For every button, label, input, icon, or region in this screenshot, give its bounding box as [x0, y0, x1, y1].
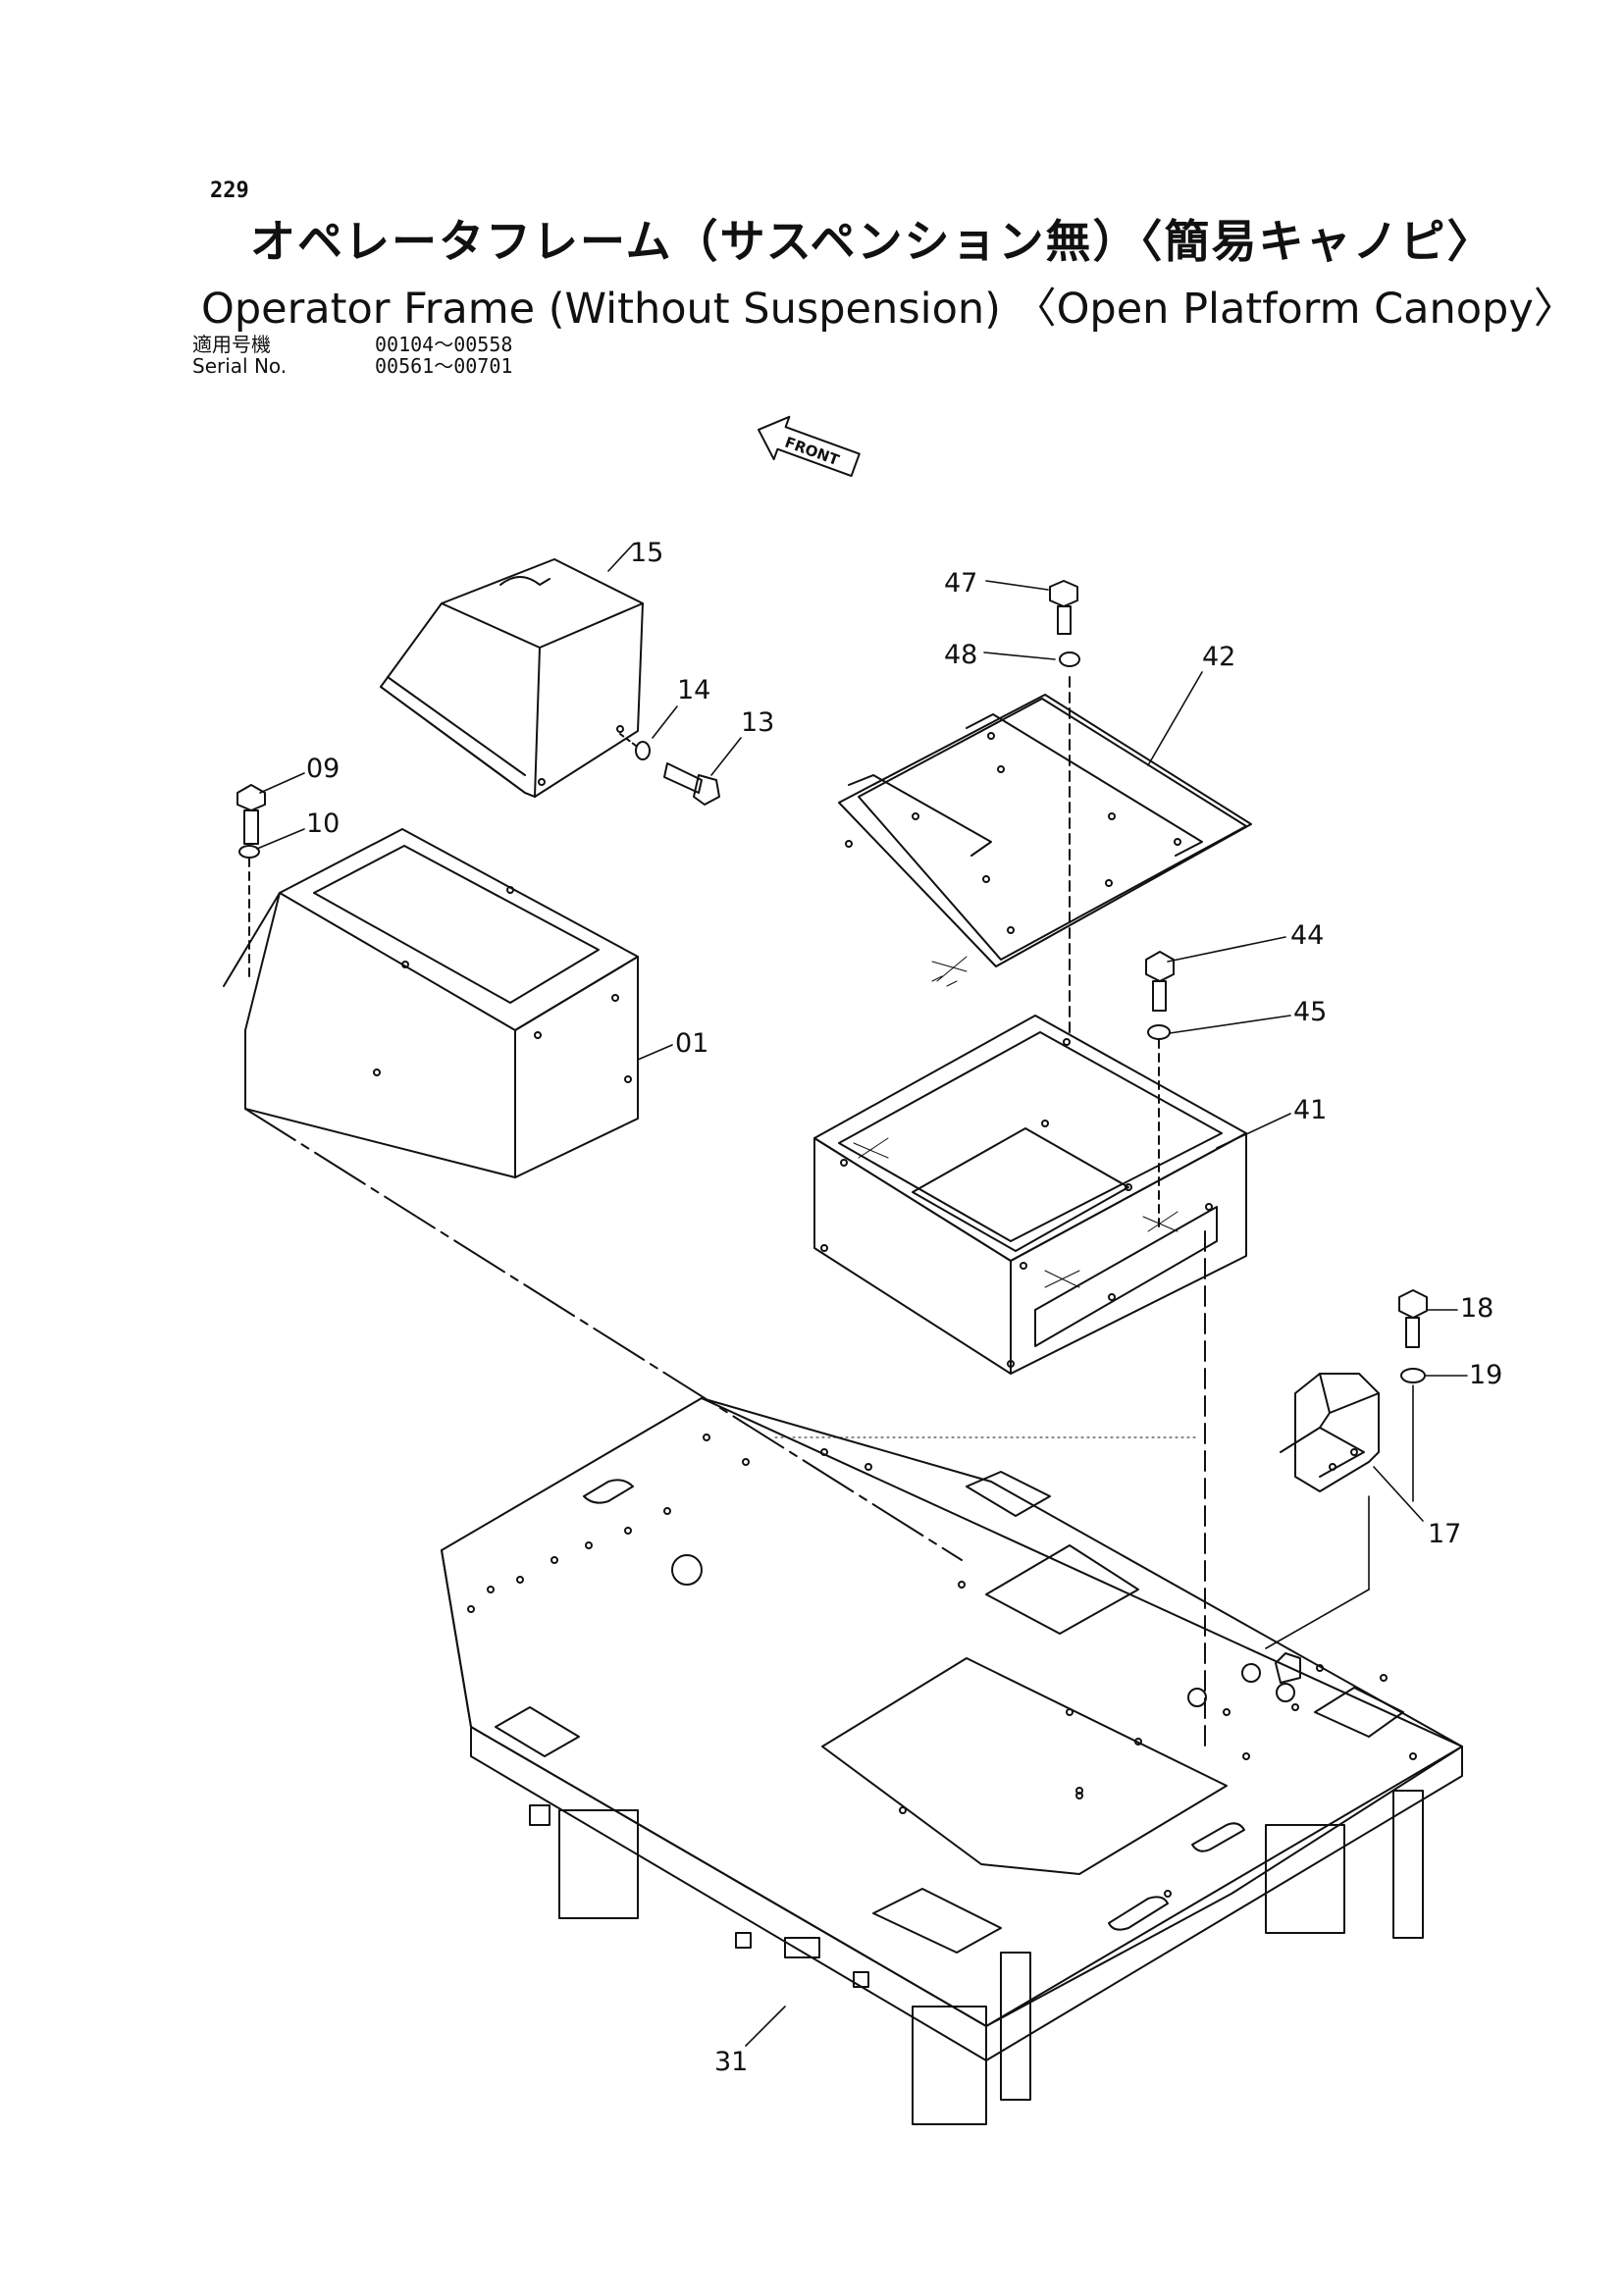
part-10-washer [238, 845, 260, 859]
alignment-line [244, 1108, 963, 1561]
callout-47: 47 [944, 568, 977, 599]
part-01-seat-cover [223, 828, 639, 1178]
page-number: 229 [210, 179, 249, 203]
serial-row-applicable: 適用号機 00104～00558 [192, 334, 512, 355]
callout-48: 48 [944, 640, 977, 670]
part-18-bolt [1398, 1289, 1428, 1348]
serial-row-serial-no: Serial No. 00561～00701 [192, 355, 512, 377]
front-arrow-icon: FRONT [758, 415, 861, 478]
part-45-washer [1147, 1024, 1171, 1040]
part-09-bolt [236, 784, 266, 845]
part-47-bolt [1049, 580, 1078, 635]
part-19-washer [1400, 1368, 1426, 1383]
callout-41: 41 [1293, 1095, 1327, 1125]
callout-45: 45 [1293, 997, 1327, 1027]
callout-leaders [256, 544, 1468, 2047]
callout-labels: 15 14 13 09 10 01 47 48 42 44 45 41 18 1… [306, 538, 1502, 2077]
part-48-washer [1059, 652, 1080, 667]
part-42-cover-plate [838, 694, 1252, 967]
serial-value: 00104～00558 [375, 333, 513, 356]
title-japanese: オペレータフレーム（サスペンション無）〈簡易キャノピ〉 [250, 215, 1494, 268]
callout-10: 10 [306, 808, 340, 839]
callout-14: 14 [677, 675, 710, 705]
part-44-bolt [1145, 951, 1175, 1012]
callout-44: 44 [1290, 920, 1324, 951]
serial-value: 00561～00701 [375, 354, 513, 378]
part-13-bolt [663, 762, 720, 806]
callout-42: 42 [1202, 642, 1235, 672]
part-14-washer [619, 733, 651, 760]
callout-09: 09 [306, 754, 340, 784]
part-41-seat-stand [813, 956, 1247, 1375]
leader-line [1265, 1589, 1370, 1649]
serial-info: 適用号機 00104～00558 Serial No. 00561～00701 [192, 334, 512, 377]
part-15-upper-cover [380, 558, 644, 798]
serial-label: 適用号機 [192, 333, 271, 356]
callout-15: 15 [630, 538, 663, 568]
part-31-operator-frame [441, 1397, 1463, 2125]
callout-31: 31 [714, 2047, 748, 2077]
callout-18: 18 [1460, 1293, 1493, 1324]
part-17-bracket [1280, 1373, 1380, 1492]
callout-01: 01 [675, 1028, 708, 1059]
callout-17: 17 [1428, 1519, 1461, 1549]
callout-19: 19 [1469, 1360, 1502, 1390]
serial-label: Serial No. [192, 354, 288, 378]
front-arrow-label: FRONT [782, 434, 842, 470]
title-english: Operator Frame (Without Suspension) 〈Ope… [201, 285, 1576, 334]
callout-13: 13 [741, 707, 774, 738]
